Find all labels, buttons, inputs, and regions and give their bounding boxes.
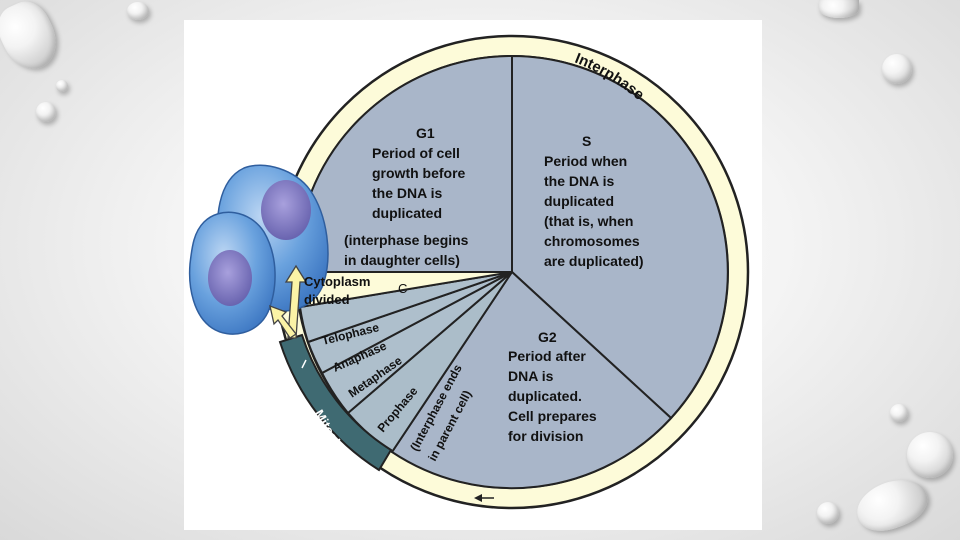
g2-line: Period after <box>508 348 586 364</box>
g2-line: Cell prepares <box>508 408 597 424</box>
cell-icon <box>188 211 276 335</box>
s-line: the DNA is <box>544 173 614 189</box>
water-drop-icon <box>907 432 953 478</box>
g1-note: in daughter cells) <box>344 252 460 268</box>
water-drop-icon <box>127 2 149 20</box>
g2-line: duplicated. <box>508 388 582 404</box>
g1-line: duplicated <box>372 205 442 221</box>
water-drop-icon <box>890 404 908 422</box>
s-line: chromosomes <box>544 233 640 249</box>
cell-cycle-diagram: Interphase Mitosis G1 Period of cell gro… <box>184 20 762 530</box>
cytoplasm-text: Cytoplasm C divided <box>304 274 407 307</box>
g1-note: (interphase begins <box>344 232 469 248</box>
g1-line: Period of cell <box>372 145 460 161</box>
s-line: Period when <box>544 153 627 169</box>
water-drop-icon <box>819 0 859 18</box>
g2-text: G2 Period after DNA is duplicated. Cell … <box>508 329 597 444</box>
g2-sector <box>391 271 672 490</box>
water-drop-icon <box>36 102 56 122</box>
g1-line: growth before <box>372 165 466 181</box>
g1-text: G1 Period of cell growth before the DNA … <box>344 125 469 268</box>
cytoplasm-line: divided <box>304 292 350 307</box>
cytoplasm-line: Cytoplasm <box>304 274 370 289</box>
s-sector <box>511 55 729 419</box>
cytoplasm-mark: C <box>398 281 407 296</box>
water-drop-icon <box>882 54 912 84</box>
g1-title: G1 <box>416 125 435 141</box>
g2-line: for division <box>508 428 583 444</box>
arrow-icon <box>301 359 307 369</box>
s-title: S <box>582 133 591 149</box>
water-drop-icon <box>56 80 68 92</box>
water-drop-icon <box>0 0 66 78</box>
s-line: (that is, when <box>544 213 633 229</box>
water-drop-icon <box>817 502 839 524</box>
water-drop-icon <box>850 471 934 539</box>
g2-title: G2 <box>538 329 557 345</box>
mitosis-band <box>278 333 393 472</box>
arrow-icon <box>269 264 308 339</box>
arrow-icon <box>474 494 494 502</box>
s-text: S Period when the DNA is duplicated (tha… <box>544 133 644 269</box>
g1-line: the DNA is <box>372 185 442 201</box>
s-line: are duplicated) <box>544 253 644 269</box>
s-line: duplicated <box>544 193 614 209</box>
g2-line: DNA is <box>508 368 554 384</box>
